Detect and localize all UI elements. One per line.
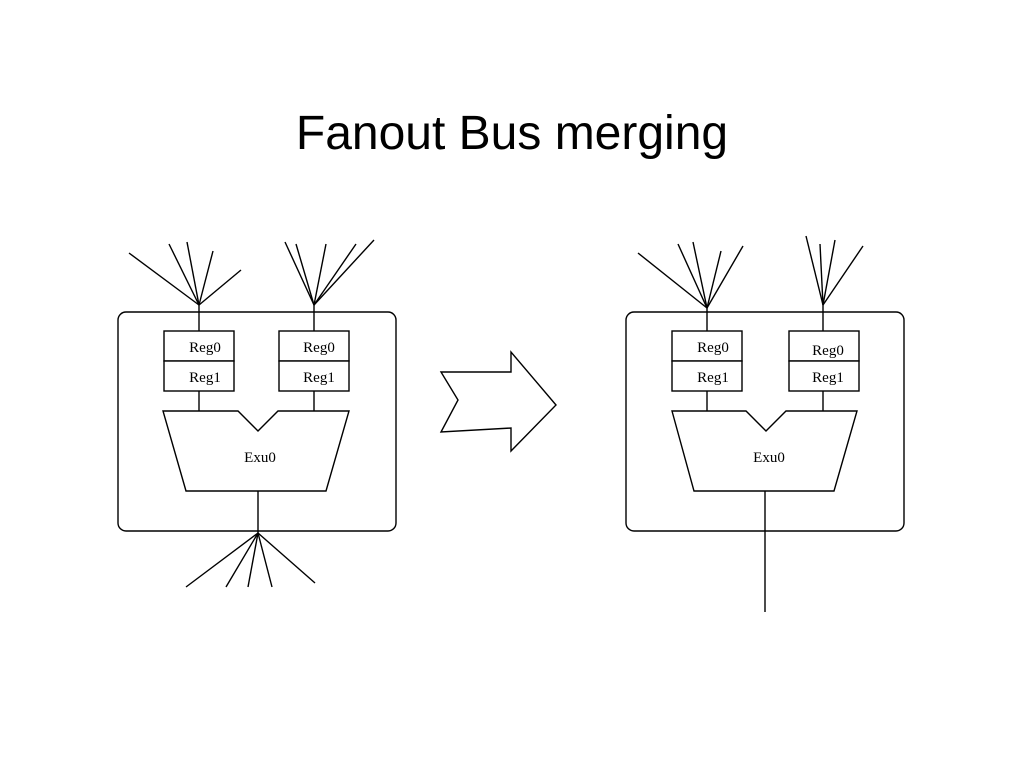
before-right-input-fanout: [284, 239, 375, 331]
after-diagram: Reg0 Reg1 Reg0 Reg1 Exu0: [625, 235, 905, 612]
before-left-register-stack: Reg0 Reg1: [163, 330, 235, 392]
before-left-input-fanout: [128, 241, 242, 331]
before-diagram: Reg0 Reg1 Reg0 Reg1 Exu0: [117, 239, 397, 588]
after-exu-label: Exu0: [753, 450, 785, 466]
before-right-reg1: Reg1: [303, 370, 335, 386]
slide-title: Fanout Bus merging: [295, 107, 729, 160]
before-right-register-stack: Reg0 Reg1: [278, 330, 350, 392]
before-left-reg1: Reg1: [189, 370, 221, 386]
after-left-register-stack: Reg0 Reg1: [671, 330, 743, 392]
after-right-input-fanout: [805, 235, 864, 331]
before-left-reg0: Reg0: [189, 340, 221, 356]
before-exu-alu: [162, 410, 350, 492]
after-right-reg1: Reg1: [812, 370, 844, 386]
transform-arrow: [439, 350, 557, 453]
after-left-reg0: Reg0: [697, 340, 729, 356]
after-right-register-stack: Reg0 Reg1: [788, 330, 860, 392]
after-right-reg0: Reg0: [812, 343, 844, 359]
after-left-input-fanout: [637, 241, 744, 331]
before-outer-box: [117, 311, 397, 532]
after-exu-alu: [671, 410, 858, 492]
before-exu-label: Exu0: [244, 450, 276, 466]
after-left-reg1: Reg1: [697, 370, 729, 386]
before-right-reg0: Reg0: [303, 340, 335, 356]
before-output-fanout: [185, 491, 316, 588]
